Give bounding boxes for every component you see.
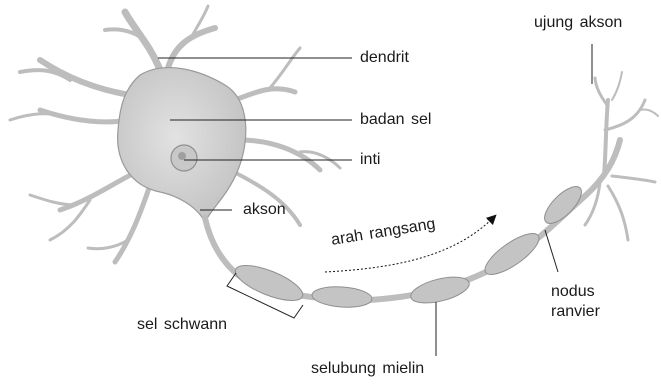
- label-ujung-akson: ujung akson: [534, 14, 622, 32]
- leader-nodus-ranvier: [545, 230, 558, 272]
- label-badan-sel: badan sel: [360, 111, 431, 129]
- myelin-segment: [408, 272, 472, 308]
- myelin-segment: [231, 258, 307, 307]
- myelin-segment: [539, 181, 587, 229]
- label-dendrit: dendrit: [360, 49, 409, 67]
- axon-terminals: [585, 72, 658, 240]
- myelin-segment: [311, 285, 372, 309]
- label-inti: inti: [360, 151, 380, 169]
- nucleolus: [178, 152, 186, 160]
- label-selubung-mielin: selubung mielin: [311, 360, 424, 378]
- label-ranvier: ranvier: [551, 303, 600, 321]
- label-sel-schwann: sel schwann: [137, 316, 227, 334]
- label-nodus: nodus: [551, 283, 595, 301]
- myelin-segment: [479, 227, 544, 282]
- label-akson: akson: [243, 201, 286, 219]
